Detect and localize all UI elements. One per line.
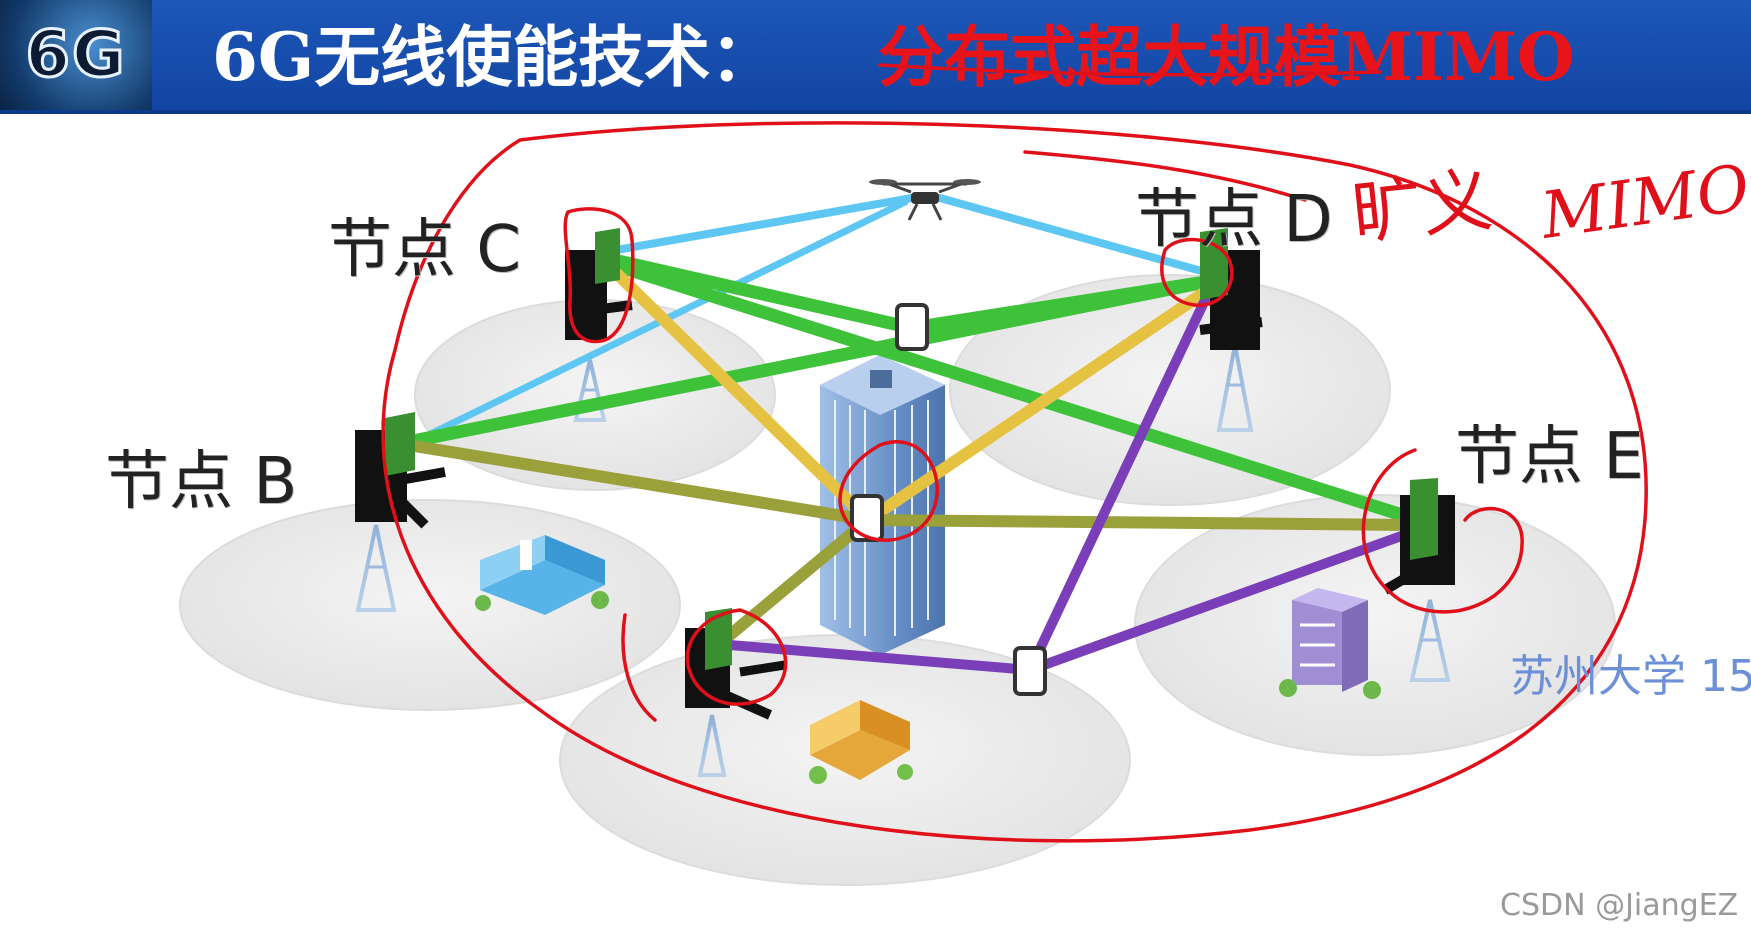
annotation-strokes [381, 63, 1648, 843]
handwriting-chinese: 旷义 [1348, 159, 1496, 255]
link-olive-b-center [402, 439, 874, 526]
circle-mark-center [838, 440, 939, 542]
link-gold-d-center [862, 286, 1211, 526]
node-label-b: 节点 B [105, 445, 298, 519]
antenna-node-b [355, 412, 446, 529]
phone-icon [1013, 646, 1047, 696]
transmission-towers [355, 344, 1451, 777]
tower-icon [573, 359, 607, 422]
node-label-e: 节点 E [1455, 420, 1644, 494]
underline-stroke [878, 63, 1382, 77]
antenna-node-c [565, 228, 633, 340]
title-bar: 6G 6G无线使能技术： 分布式超大规模MIMO [0, 0, 1751, 114]
logo: 6G [0, 0, 152, 110]
link-purple-phone-e [1025, 525, 1423, 675]
coverage-cell-d [949, 274, 1391, 506]
circle-mark-e [1361, 448, 1524, 614]
tower-icon [697, 714, 727, 777]
link-sky-c-drone [601, 194, 916, 256]
antenna-nodes [355, 228, 1455, 720]
circle-mark-c [563, 207, 635, 344]
circle-mark-d [1160, 237, 1234, 307]
coverage-cell-e [1134, 494, 1616, 756]
node-label-c: 节点 C [328, 213, 522, 287]
tower-icon [1216, 344, 1254, 432]
handwriting-annotation: 旷义 MIMO [1348, 152, 1751, 255]
link-gold-c-center [599, 256, 874, 526]
building-icon [475, 535, 609, 615]
user-devices [850, 303, 1047, 696]
link-olive-center-e [862, 514, 1424, 531]
csdn-watermark: CSDN @JiangEZ [1500, 888, 1739, 923]
tower-icon [355, 524, 397, 612]
node-label-d: 节点 D [1135, 183, 1333, 257]
link-purple-phone-d [1025, 295, 1210, 675]
tower-icon [1409, 599, 1451, 682]
slide-title-highlight: 分布式超大规模MIMO [878, 18, 1575, 96]
phone-icon [895, 303, 929, 351]
link-green-b-d [401, 275, 1212, 449]
handwriting-line [1023, 150, 1307, 202]
drone-icon [869, 179, 981, 221]
link-sky-b-drone [404, 198, 909, 449]
link-green-c-e [598, 255, 1425, 527]
logo-text: 6G [24, 17, 127, 94]
link-green-c-phone [598, 251, 919, 335]
slide-title: 6G无线使能技术： [212, 18, 777, 96]
handwriting-mimo: MIMO [1536, 152, 1751, 254]
ground-buildings [475, 535, 1381, 784]
antenna-node-e [1382, 478, 1455, 595]
circle-mark-f [685, 608, 788, 706]
node-links [401, 194, 1425, 675]
antenna-node-d [1199, 228, 1263, 350]
phone-icon [850, 494, 884, 542]
link-sky-drone-d [936, 194, 1209, 276]
building-icon [809, 700, 913, 784]
big-loop-stroke [381, 121, 1648, 843]
building-icon [1279, 588, 1381, 699]
affiliation-watermark: 苏州大学 15 [1510, 651, 1751, 702]
link-purple-f-phone [725, 640, 1035, 675]
bracket-mark-f [621, 613, 657, 722]
